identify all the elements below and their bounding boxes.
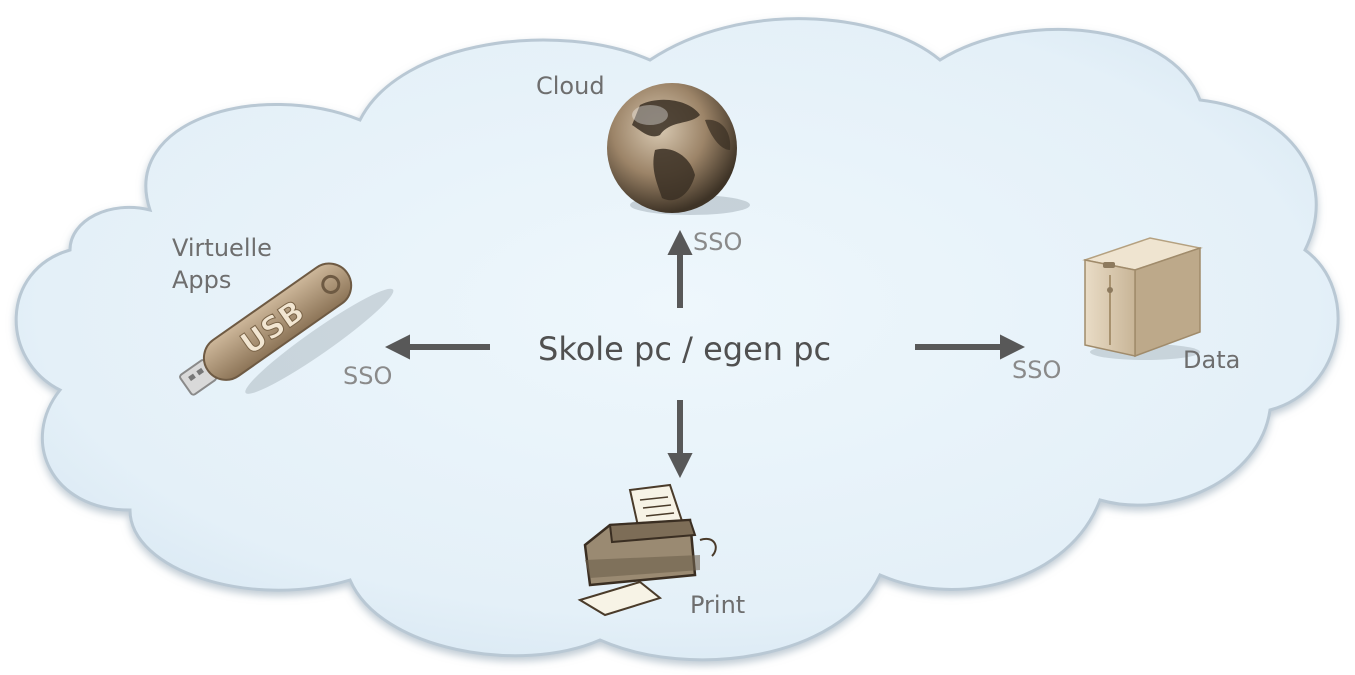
cloud-sso-label: SSO [693, 228, 743, 256]
cloud-shape [14, 17, 1340, 662]
cloud-label: Cloud [536, 72, 605, 100]
apps-label-line1: Virtuelle [172, 234, 272, 262]
apps-sso-label: SSO [343, 362, 393, 390]
print-label: Print [690, 591, 746, 619]
center-label: Skole pc / egen pc [538, 330, 832, 368]
usb-drive-icon: USB [179, 262, 394, 396]
globe-icon [607, 83, 750, 215]
printer-icon [577, 483, 717, 617]
data-label: Data [1183, 346, 1241, 374]
data-sso-label: SSO [1012, 356, 1062, 384]
apps-label-line2: Apps [172, 266, 232, 294]
server-icon [1082, 237, 1203, 360]
